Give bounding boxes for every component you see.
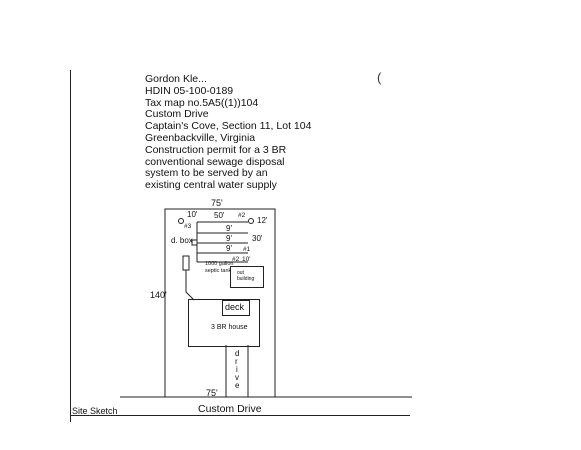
subdivision-lot: Captain's Cove, Section 11, Lot 104: [145, 120, 312, 133]
out-building: out building: [230, 266, 264, 288]
drive-letter-r: r: [235, 357, 238, 366]
label-3: #3: [184, 223, 192, 230]
label-2-top: #2: [238, 212, 246, 219]
drive-letter-v: v: [235, 373, 239, 382]
street: Custom Drive: [145, 108, 209, 121]
permit-description-2: conventional sewage disposal: [145, 155, 285, 168]
septic-tank-label-box: 1000 gallon septic tank: [197, 255, 233, 279]
dim-9-b: 9': [226, 234, 232, 243]
owner-name: Gordon Kle...: [145, 73, 207, 85]
road-name: Custom Drive: [198, 403, 262, 415]
city-state: Greenbackville, Virginia: [145, 131, 256, 144]
label-1: #1: [243, 246, 251, 253]
marker-right: [248, 218, 254, 224]
dim-9-a: 9': [226, 224, 232, 233]
out-building-label: out building: [237, 270, 255, 282]
permit-description-3: system to be served by an: [145, 167, 268, 180]
permit-header: Gordon Kle... HDIN 05-100-0189 Tax map n…: [145, 73, 312, 192]
dim-12: 12': [257, 216, 268, 225]
permit-description-4: existing central water supply: [145, 179, 277, 192]
corner-mark: (: [377, 70, 382, 85]
page-left-border: [70, 70, 71, 422]
septic-tank: [182, 255, 190, 271]
dim-9-c: 9': [226, 244, 232, 253]
site-sketch-title: Site Sketch: [72, 406, 118, 416]
lot-boundary: [164, 208, 276, 397]
dim-50: 50': [214, 211, 225, 220]
bottom-width-label: 75': [206, 388, 218, 398]
dim-10-right: 10': [242, 256, 251, 263]
deck-label: deck: [225, 302, 245, 312]
drive-letter-i: i: [236, 365, 238, 374]
house-label: 3 BR house: [211, 324, 248, 331]
label-2-bottom: #2: [232, 256, 240, 263]
deck: deck: [222, 300, 250, 316]
tax-map-number: Tax map no.5A5((1))104: [145, 96, 259, 109]
dim-10-left: 10': [187, 210, 198, 219]
pipe-to-house: [185, 270, 195, 301]
hdin-number: HDIN 05-100-0189: [145, 84, 234, 97]
left-depth-label: 140': [150, 290, 167, 300]
drive-letter-d: d: [235, 349, 240, 358]
top-width-label: 75': [211, 198, 223, 208]
dbox-label: d. box: [171, 236, 193, 245]
footer-rule: [70, 415, 410, 416]
marker-left: [178, 218, 184, 224]
dim-30: 30': [252, 234, 263, 243]
septic-tank-label: 1000 gallon septic tank: [205, 261, 234, 274]
dbox-marker: [191, 239, 198, 246]
house: 3 BR house: [188, 299, 260, 347]
drive-letter-e: e: [235, 381, 240, 390]
permit-description-1: Construction permit for a 3 BR: [145, 143, 287, 156]
